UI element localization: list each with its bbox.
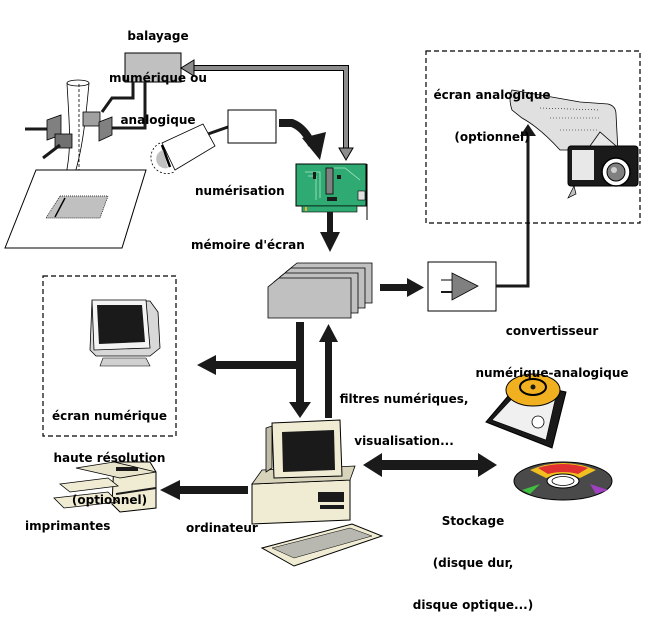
label-frame-memory: mémoire d'écran	[191, 238, 305, 252]
controller-wires	[100, 82, 147, 130]
label-storage: Stockage (disque dur, disque optique...)	[408, 486, 538, 626]
label-storage-line-1: Stockage	[441, 514, 505, 528]
computer-icon	[251, 419, 356, 525]
label-storage-line-3: disque optique...)	[412, 598, 534, 612]
label-digital-screen-line-3: (optionnel)	[71, 493, 148, 507]
capture-card-icon	[295, 163, 368, 220]
to-digital-screen-arrow	[197, 355, 300, 375]
digital-screen-box	[42, 275, 177, 437]
specimen-plane	[4, 169, 147, 249]
label-digital-screen-line-2: haute résolution	[53, 451, 166, 465]
label-printers: imprimantes	[25, 519, 111, 533]
optical-disc-icon	[513, 461, 613, 501]
computer-to-printer-arrow	[160, 480, 248, 500]
memory-to-dac-arrow	[380, 278, 424, 297]
label-analog-screen-line-2: (optionnel)	[454, 130, 530, 144]
storage-double-arrow	[363, 453, 497, 477]
frame-memory-stack	[267, 262, 373, 319]
label-scanning-line-3: analogique	[120, 113, 196, 127]
feedback-arrow	[180, 59, 354, 161]
keyboard-icon	[260, 523, 384, 567]
label-dac-line-1: convertisseur	[505, 324, 599, 338]
deflection-plates	[25, 111, 113, 160]
camera-to-card-arrow	[279, 119, 326, 160]
card-to-memory-arrow	[320, 212, 340, 252]
label-filters: filtres numériques, visualisation...	[334, 364, 474, 462]
label-analog-screen: écran analogique (optionnel)	[428, 60, 556, 158]
dac-to-analog-line	[496, 132, 530, 288]
camera-control-box	[227, 109, 277, 144]
amplifier-icon	[427, 261, 497, 312]
label-scanning: balayage mumérique ou analogique	[106, 1, 210, 141]
analog-screen-box	[425, 50, 641, 224]
camera-tube-icon	[150, 123, 229, 174]
label-scanning-line-2: mumérique ou	[109, 71, 207, 85]
label-filters-line-2: visualisation...	[354, 434, 454, 448]
memory-to-computer-arrow	[289, 322, 311, 418]
label-dac: convertisseur numérique-analogique	[470, 296, 634, 394]
label-computer: ordinateur	[186, 521, 258, 535]
printer-icon	[53, 461, 157, 513]
label-analog-screen-line-1: écran analogique	[433, 88, 551, 102]
label-digital-screen: écran numérique haute résolution (option…	[44, 381, 175, 521]
label-dac-line-2: numérique-analogique	[475, 366, 629, 380]
hard-disk-icon	[485, 373, 567, 449]
label-digitization: numérisation	[195, 184, 285, 198]
computer-to-memory-arrow	[319, 324, 338, 418]
label-scanning-line-1: balayage	[127, 29, 189, 43]
imaging-system-diagram	[4, 50, 641, 567]
label-digital-screen-line-1: écran numérique	[51, 409, 168, 423]
crt-hood-icon	[509, 89, 619, 153]
scan-controller-box	[124, 52, 182, 83]
label-storage-line-2: (disque dur,	[432, 556, 514, 570]
camera-icon	[567, 131, 639, 199]
label-filters-line-1: filtres numériques,	[339, 392, 469, 406]
monitor-icon	[89, 299, 161, 367]
dac-to-analog-arrowhead	[520, 124, 536, 136]
